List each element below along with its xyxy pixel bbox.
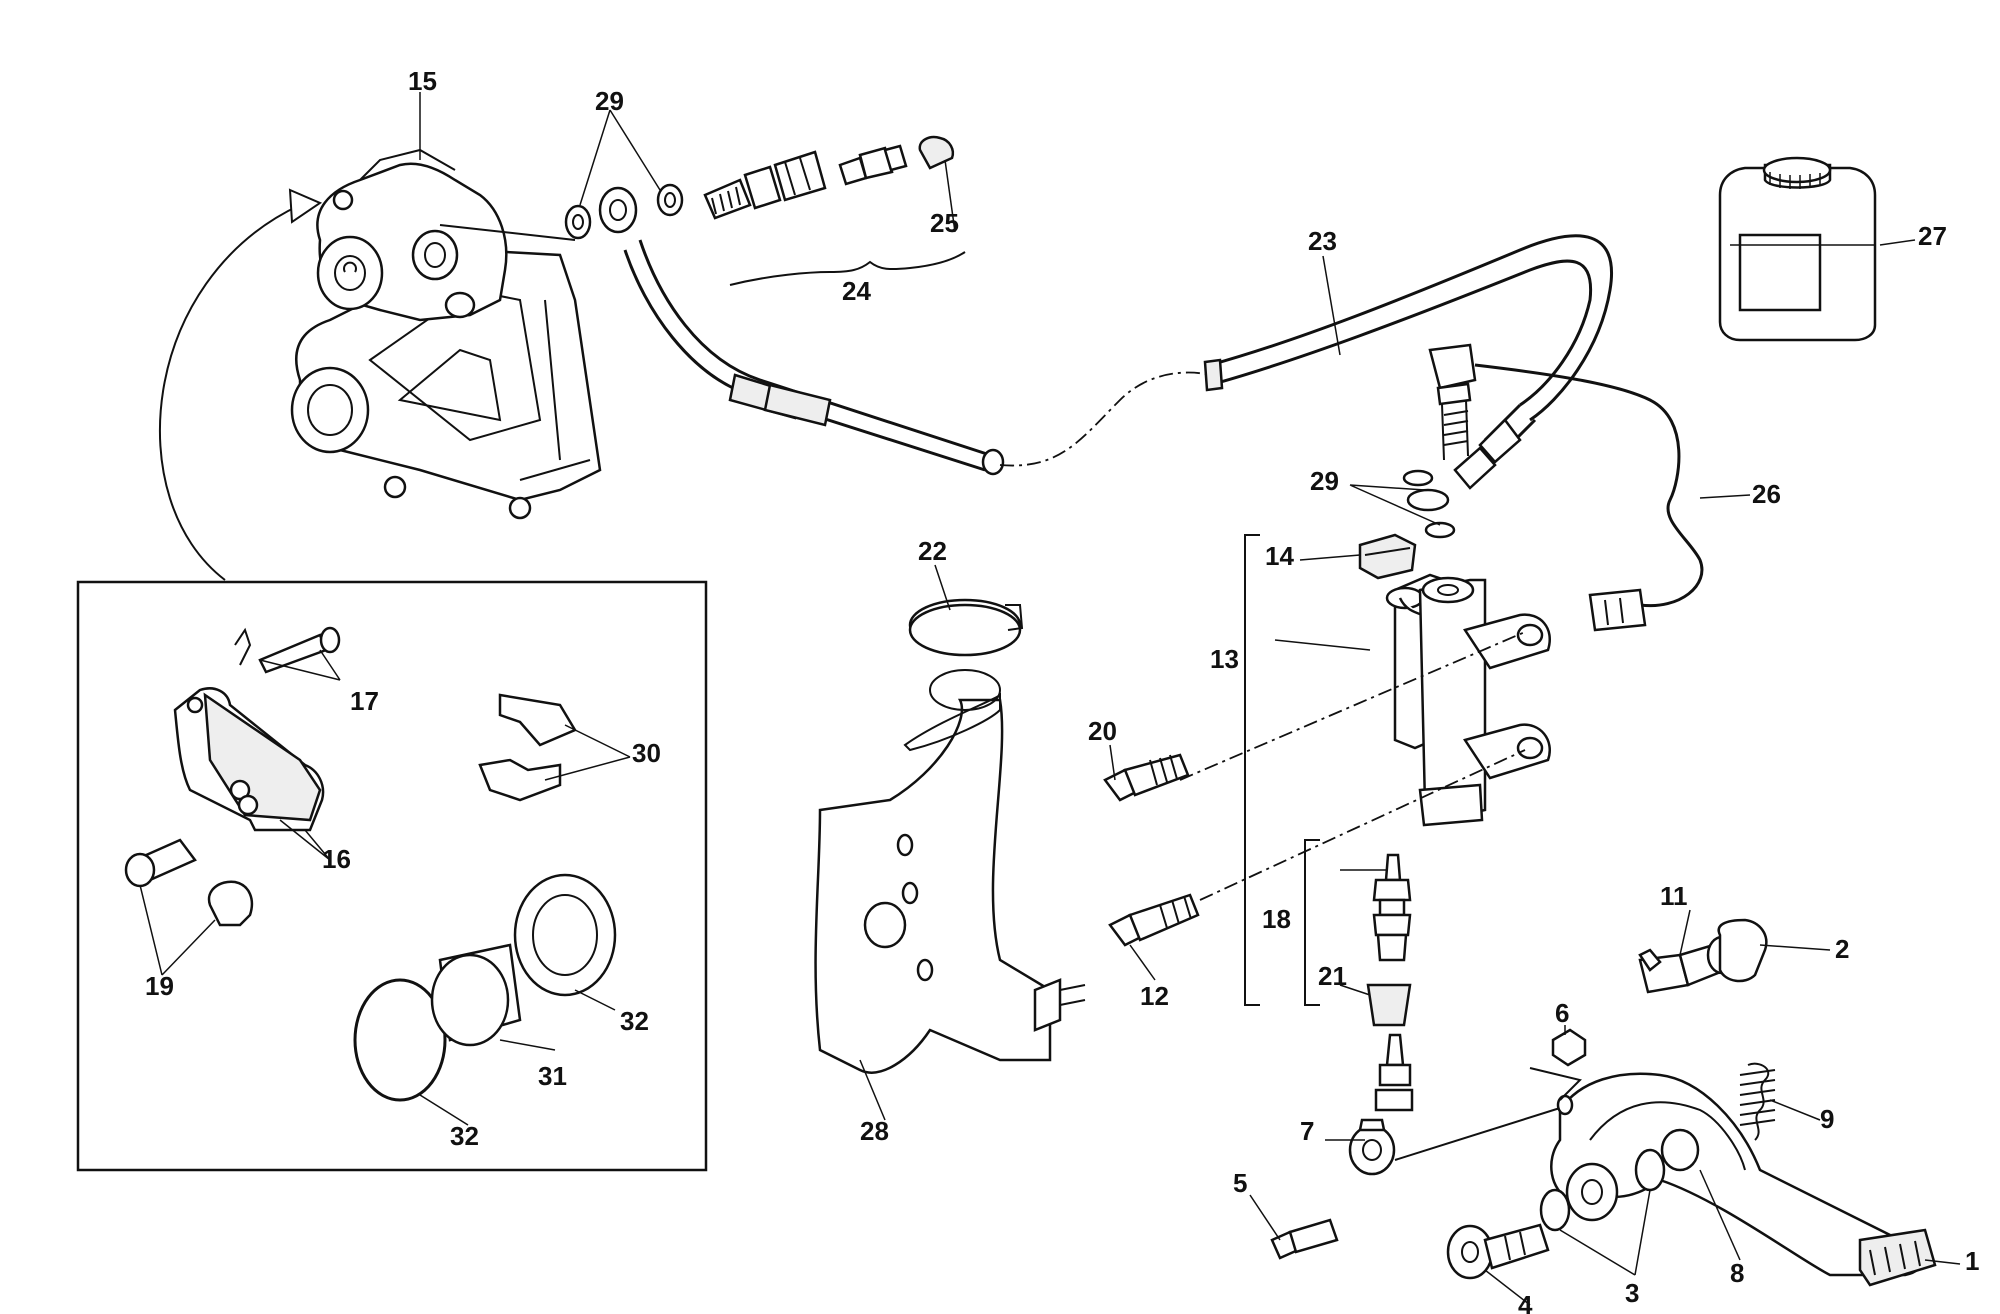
label-part-29-mid: 29 <box>1310 466 1339 496</box>
label-part-7: 7 <box>1300 1116 1314 1146</box>
label-part-21: 22 <box>918 536 947 566</box>
brake-caliper-drawing <box>158 148 602 581</box>
label-part-5: 5 <box>1233 1168 1247 1198</box>
label-part-31: 31 <box>538 1061 567 1091</box>
label-part-24: 24 <box>842 276 871 306</box>
brake-pedal-drawing <box>1270 918 1937 1287</box>
label-part-8: 8 <box>1730 1258 1744 1288</box>
label-part-29-top: 29 <box>595 86 624 116</box>
label-part-15: 15 <box>408 66 437 96</box>
label-part-17: 17 <box>350 686 379 716</box>
heel-guard-drawing <box>814 669 1086 1074</box>
brake-fluid-bottle-drawing <box>1718 156 1877 342</box>
label-part-3: 3 <box>1625 1278 1639 1308</box>
label-part-11: 11 <box>1660 881 1688 911</box>
label-part-6: 6 <box>1555 998 1569 1028</box>
inset-box <box>76 580 708 1172</box>
label-part-18: 18 <box>1262 904 1291 934</box>
label-part-22: 19 <box>145 971 174 1001</box>
label-part-32-bottom: 32 <box>450 1121 479 1151</box>
label-part-23: 23 <box>1308 226 1337 256</box>
label-part-4: 4 <box>1518 1290 1533 1314</box>
label-part-9: 9 <box>1820 1104 1834 1134</box>
label-part-19: 20 <box>1088 716 1117 746</box>
label-part-28: 28 <box>860 1116 889 1146</box>
label-part-20: 21 <box>1318 961 1347 991</box>
banjo-washers-drawing <box>564 135 966 286</box>
label-part-13: 13 <box>1210 644 1239 674</box>
brake-hose-drawing <box>623 234 1613 490</box>
part-labels: 15 29 25 24 23 27 29 26 14 22 13 20 18 2… <box>145 66 1979 1314</box>
master-cylinder-drawing <box>1103 469 1551 1006</box>
leader-lines <box>139 92 1961 1306</box>
push-rod-drawing <box>1304 839 1414 1112</box>
label-part-25: 25 <box>930 208 959 238</box>
label-part-16: 16 <box>322 844 351 874</box>
label-part-12: 12 <box>1140 981 1169 1011</box>
label-part-32-right: 32 <box>620 1006 649 1036</box>
label-part-14: 14 <box>1265 541 1294 571</box>
hose-clamp-drawing <box>908 598 1024 657</box>
brake-sensor-drawing <box>1428 343 1704 632</box>
label-part-27: 27 <box>1918 221 1947 251</box>
label-part-2: 2 <box>1835 934 1849 964</box>
label-part-30: 30 <box>632 738 661 768</box>
label-part-26: 26 <box>1752 479 1781 509</box>
label-part-1: 1 <box>1965 1246 1979 1276</box>
